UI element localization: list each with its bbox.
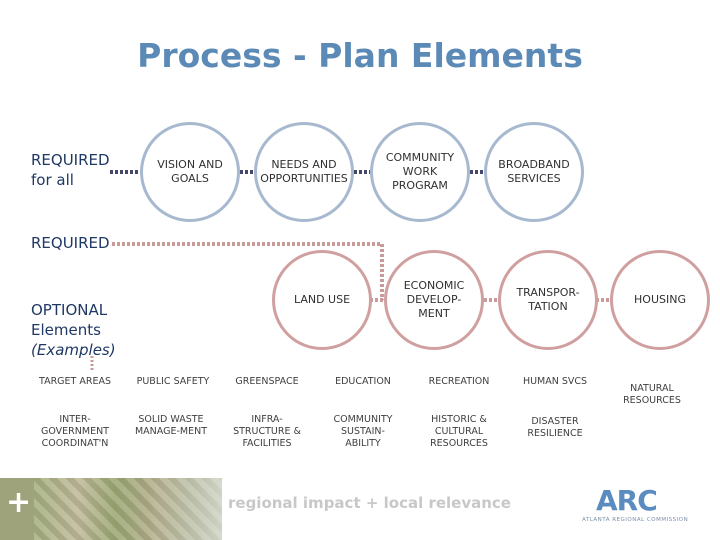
cell-text: INFRA- [251, 414, 283, 425]
circle-text: PROGRAM [392, 179, 448, 192]
optional-recreation: RECREATION [428, 376, 490, 387]
cell-text: MANAGE-MENT [134, 426, 208, 437]
arc-logo: ARC [596, 484, 658, 517]
cell-text: ABILITY [345, 438, 381, 449]
footer-photo-fade [150, 478, 270, 540]
circle-text: VISION AND [157, 158, 223, 171]
circle-text: SERVICES [507, 172, 561, 185]
cell-text: HISTORIC & [431, 414, 487, 425]
label-required-for-all-line2: for all [31, 171, 74, 189]
cell-text: STRUCTURE & [233, 426, 301, 437]
label-optional-line3: (Examples) [31, 341, 116, 359]
circle-text: GOALS [171, 172, 209, 185]
arc-logo-subtitle: ATLANTA REGIONAL COMMISSION [582, 517, 689, 523]
cell-text: SUSTAIN- [341, 426, 385, 437]
circle-transportation: TRANSPOR-TATION [498, 250, 598, 350]
footer-tagline: regional impact + local relevance [228, 494, 511, 512]
cell-text: RESOURCES [623, 395, 681, 406]
circle-text: TATION [528, 300, 568, 313]
slide-title: Process - Plan Elements [137, 36, 583, 75]
optional-human-svcs: HUMAN SVCS [522, 376, 588, 387]
footer-plus-box [0, 478, 34, 540]
optional-education: EDUCATION [335, 376, 391, 387]
circle-text: OPPORTUNITIES [260, 172, 348, 185]
cell-text: NATURAL [630, 383, 674, 394]
cell-text: GOVERNMENT [41, 426, 109, 437]
cell-text: RESILIENCE [527, 428, 583, 439]
circle-text: COMMUNITY [385, 151, 455, 164]
circle-text: BROADBAND [498, 158, 570, 171]
optional-greenspace: GREENSPACE [235, 376, 299, 387]
cell-text: INTER- [59, 414, 91, 425]
connector-required-route [112, 242, 384, 300]
circle-text: LAND USE [293, 293, 351, 306]
label-optional: OPTIONAL Elements (Examples) [31, 300, 116, 360]
label-required-for-all: REQUIRED for all [31, 150, 110, 190]
cell-text: FACILITIES [242, 438, 292, 449]
circle-text: HOUSING [634, 293, 686, 306]
plus-icon: + [6, 485, 32, 520]
label-required: REQUIRED [31, 234, 110, 252]
circle-land-use: LAND USE [272, 250, 372, 350]
circle-text: DEVELOP- [406, 293, 462, 306]
circle-text: MENT [418, 307, 450, 320]
label-optional-line2: Elements [31, 321, 101, 339]
circle-text: ECONOMIC [403, 279, 465, 292]
label-optional-line1: OPTIONAL [31, 301, 108, 319]
optional-infrastructure: INFRA-STRUCTURE &FACILITIES [214, 410, 320, 454]
circle-text: TRANSPOR- [516, 286, 580, 299]
cell-text: COMMUNITY [333, 414, 393, 425]
cell-text: CULTURAL [434, 426, 484, 437]
optional-public-safety: PUBLIC SAFETY [136, 376, 210, 387]
optional-target-areas: TARGET AREAS [39, 376, 111, 387]
cell-text: DISASTER [531, 416, 579, 427]
cell-text: COORDINAT'N [41, 438, 109, 449]
label-required-for-all-line1: REQUIRED [31, 151, 110, 169]
circle-text: WORK [402, 165, 438, 178]
circle-text: NEEDS AND [271, 158, 337, 171]
circle-housing: HOUSING [610, 250, 710, 350]
cell-text: RESOURCES [430, 438, 488, 449]
cell-text: SOLID WASTE [138, 414, 204, 425]
